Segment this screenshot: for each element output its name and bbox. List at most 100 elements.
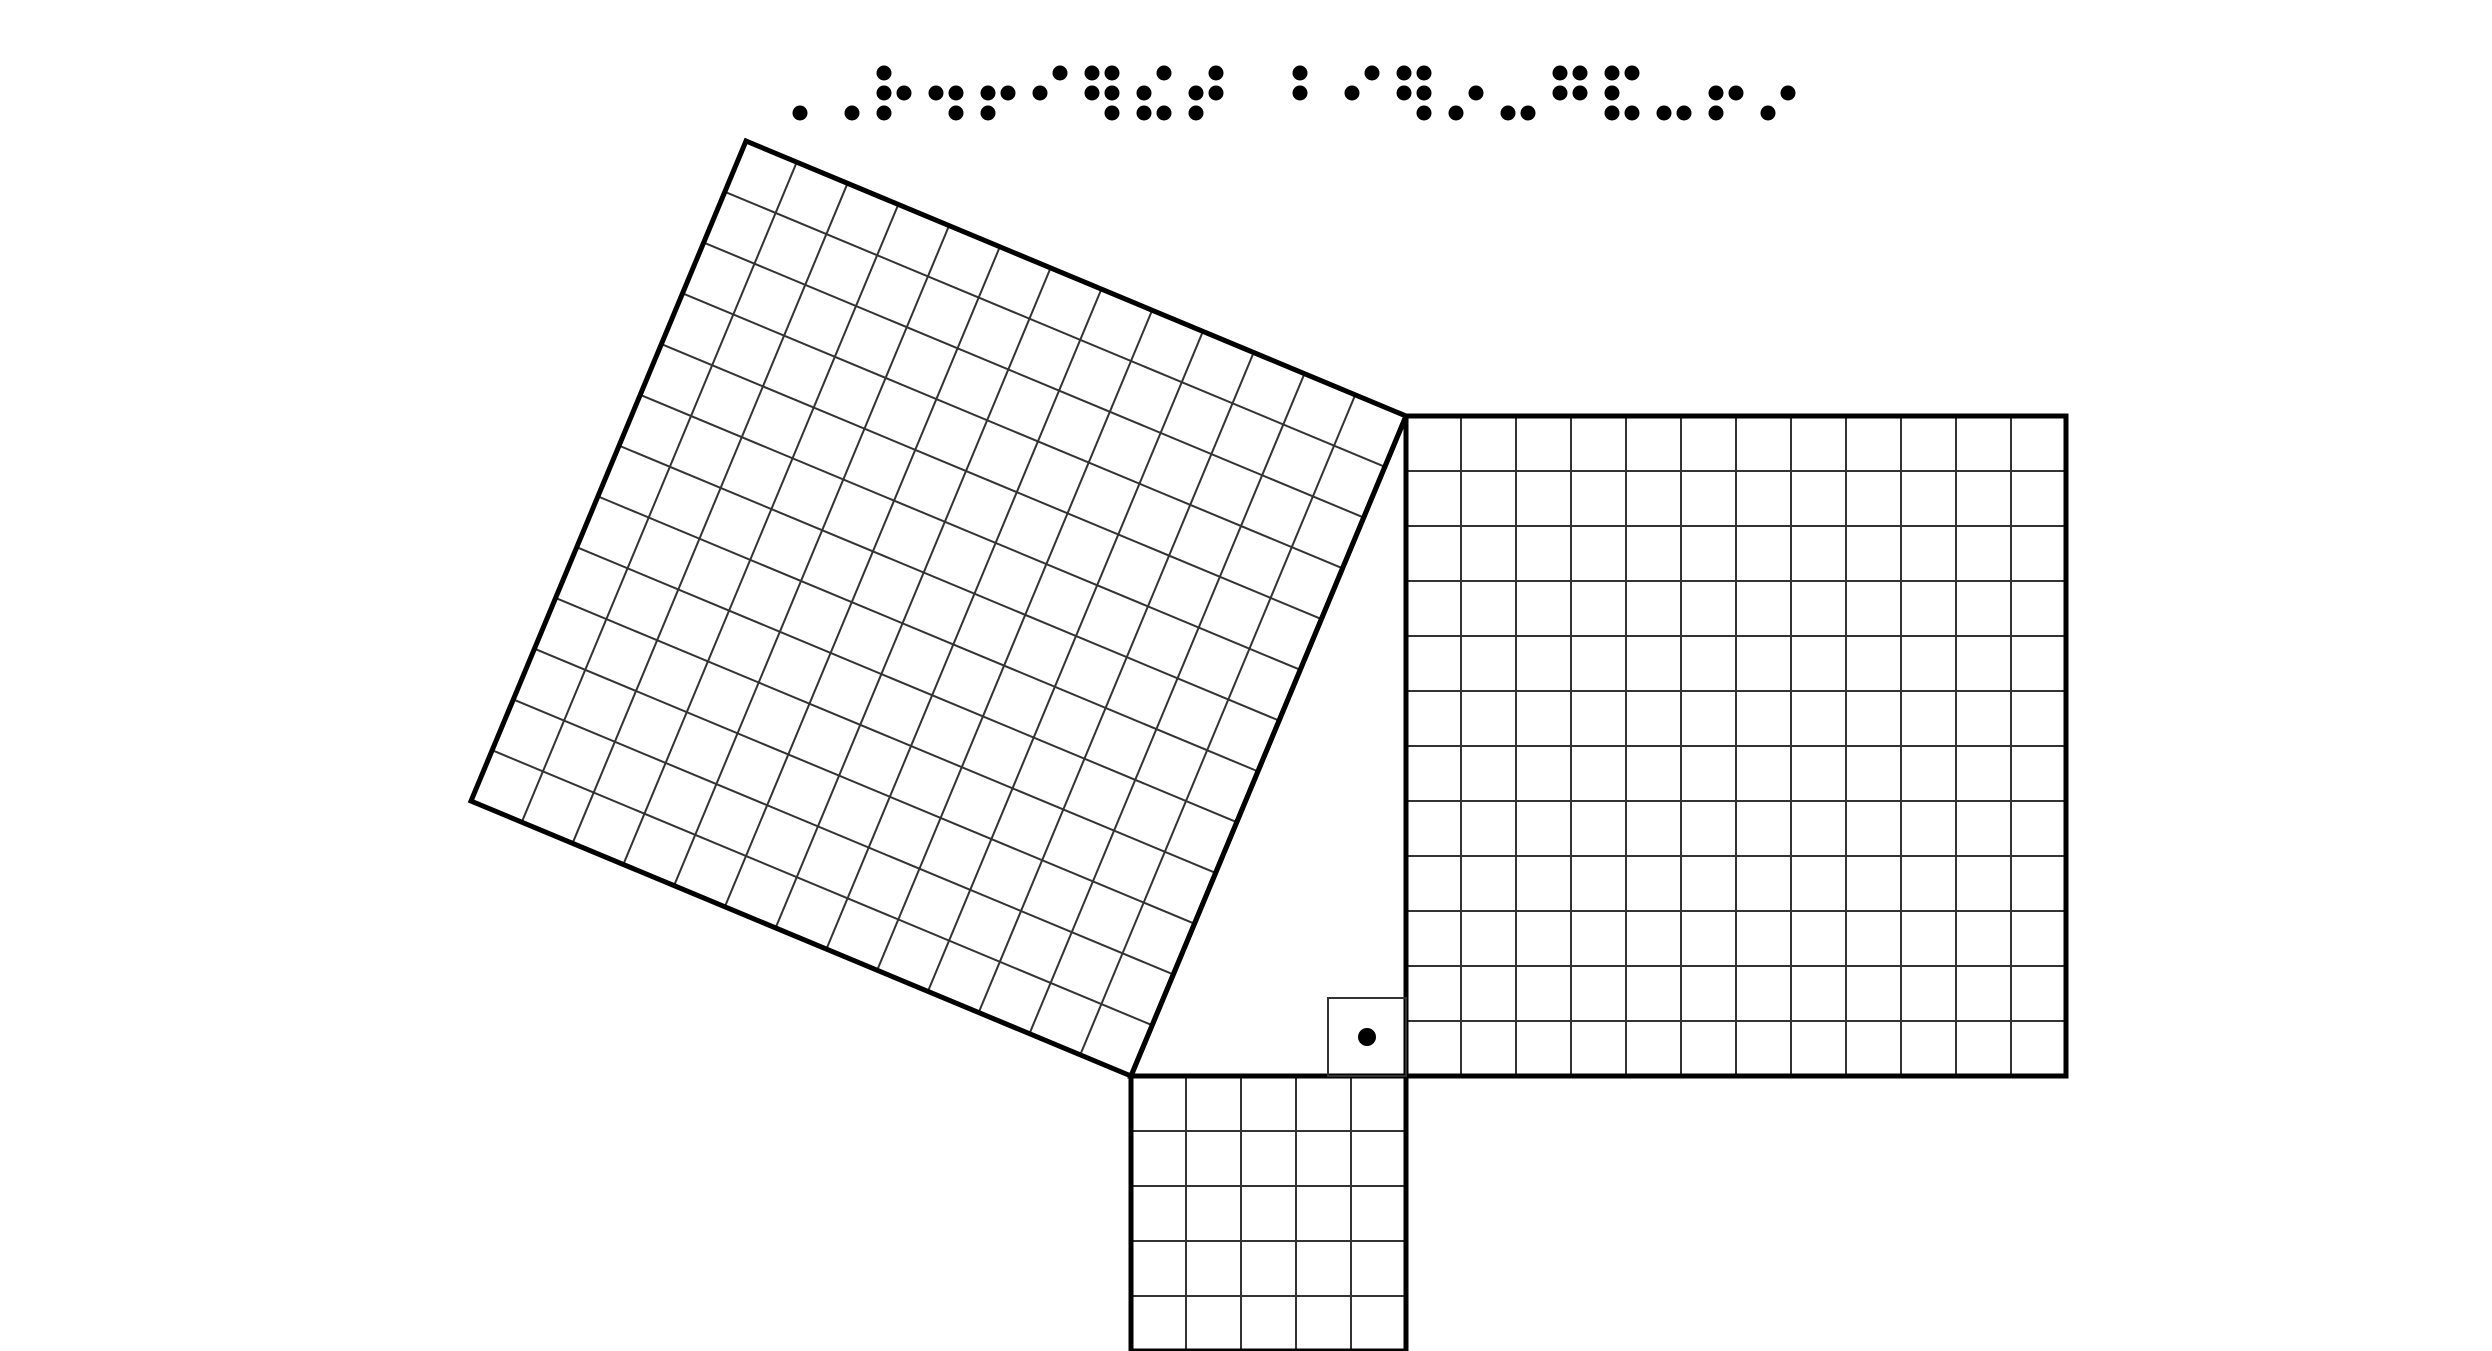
braille-dot — [1728, 85, 1744, 101]
braille-dot — [1624, 105, 1640, 121]
grid-line — [520, 161, 798, 823]
braille-cell — [928, 85, 964, 121]
braille-dot — [1104, 105, 1120, 121]
right-triangle — [1127, 415, 1409, 1079]
braille-dot — [948, 85, 964, 101]
braille-dot — [876, 105, 892, 121]
braille-dot — [1032, 85, 1048, 101]
grid-line — [724, 190, 1386, 468]
braille-cell — [844, 105, 860, 121]
braille-dot — [1572, 85, 1588, 101]
outline-layer — [467, 137, 2069, 1351]
braille-cell — [1656, 105, 1692, 121]
braille-cell — [1448, 85, 1484, 121]
braille-cell — [1188, 65, 1224, 121]
grid-line — [597, 495, 1259, 773]
braille-dot — [1188, 85, 1204, 101]
braille-dot — [948, 105, 964, 121]
braille-dot — [792, 105, 808, 121]
braille-dot — [1156, 105, 1172, 121]
braille-dot — [1416, 105, 1432, 121]
grid-line — [618, 444, 1280, 722]
braille-cell — [1032, 65, 1068, 101]
braille-dot — [844, 105, 860, 121]
braille-cell — [1084, 65, 1120, 121]
braille-cell — [1552, 65, 1588, 101]
grid-line — [723, 246, 1001, 908]
braille-dot — [1208, 65, 1224, 81]
braille-dot — [1604, 65, 1620, 81]
grid-line — [1079, 394, 1357, 1056]
braille-dot — [1136, 85, 1152, 101]
braille-dot — [928, 85, 944, 101]
braille-cell — [980, 85, 1016, 121]
braille-dot — [1552, 65, 1568, 81]
right-angle-dot — [1358, 1028, 1376, 1046]
braille-dot — [1188, 105, 1204, 121]
braille-dot — [1708, 105, 1724, 121]
grid-line — [512, 698, 1174, 976]
braille-dot — [1416, 65, 1432, 81]
braille-dot — [1292, 85, 1308, 101]
braille-dot — [1000, 85, 1016, 101]
grid-line — [661, 343, 1322, 620]
square-on-hypotenuse-grid — [491, 161, 1386, 1056]
braille-dot — [876, 65, 892, 81]
square-on-long-leg-grid — [1406, 416, 2066, 1076]
braille-dot — [1156, 65, 1172, 81]
braille-cell — [1760, 85, 1796, 121]
grid-line — [571, 182, 849, 844]
grid-line — [491, 749, 1153, 1027]
braille-cell — [1292, 65, 1308, 101]
braille-dot — [1572, 65, 1588, 81]
braille-cell — [1136, 65, 1172, 121]
grid-line — [682, 292, 1343, 570]
grid-line — [1028, 373, 1306, 1035]
braille-dot — [1396, 65, 1412, 81]
square-on-short-leg — [1128, 1073, 1409, 1351]
braille-cell — [1396, 65, 1432, 121]
braille-cell — [1604, 65, 1640, 121]
braille-dot — [1604, 105, 1620, 121]
braille-dot — [896, 85, 912, 101]
braille-dot — [1416, 85, 1432, 101]
grid-line — [927, 330, 1204, 992]
braille-dot — [1624, 65, 1640, 81]
square-on-short-leg-grid — [1131, 1076, 1406, 1351]
braille-dot — [1292, 65, 1308, 81]
right-angle-marker — [1327, 997, 1407, 1077]
grid-line — [703, 241, 1365, 519]
braille-dot — [1552, 85, 1568, 101]
braille-dot — [980, 105, 996, 121]
braille-dot — [1448, 105, 1464, 121]
braille-dot — [980, 85, 996, 101]
grid-line — [576, 546, 1238, 824]
grid-line — [825, 288, 1103, 950]
grid-line — [639, 393, 1301, 671]
grid-line — [876, 309, 1154, 971]
grid-line — [622, 204, 900, 865]
braille-dot — [876, 85, 892, 101]
braille-cell — [876, 65, 912, 121]
braille-cell — [792, 105, 808, 121]
braille-title — [792, 65, 1796, 121]
grid-layer — [491, 161, 2066, 1351]
braille-dot — [1760, 105, 1776, 121]
braille-dot — [1344, 85, 1360, 101]
braille-dot — [1364, 65, 1380, 81]
braille-dot — [1104, 85, 1120, 101]
grid-line — [673, 225, 950, 886]
braille-dot — [1084, 65, 1100, 81]
braille-dot — [1520, 105, 1536, 121]
braille-dot — [1676, 105, 1692, 121]
grid-line — [534, 647, 1195, 925]
braille-dot — [1656, 105, 1672, 121]
grid-line — [555, 597, 1216, 874]
braille-cell — [1708, 85, 1744, 121]
braille-dot — [1084, 85, 1100, 101]
braille-dot — [1780, 85, 1796, 101]
braille-dot — [1468, 85, 1484, 101]
braille-dot — [1208, 85, 1224, 101]
braille-dot — [1604, 85, 1620, 101]
